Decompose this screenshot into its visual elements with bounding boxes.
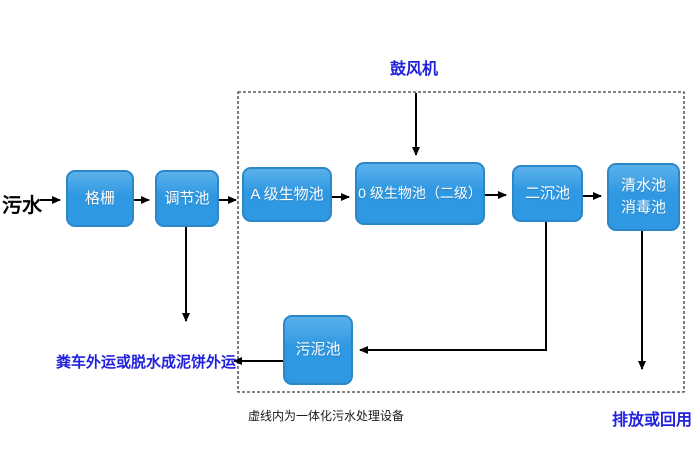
- node-clear-water-tank: 清水池 消毒池: [607, 163, 680, 231]
- node-o-bio-tank: 0 级生物池（二级）: [355, 162, 485, 225]
- influent-label: 污水: [2, 195, 42, 217]
- sludge-disposal-label: 粪车外运或脱水成泥饼外运: [56, 354, 237, 371]
- blower-label: 鼓风机: [390, 61, 439, 78]
- node-secondary-clarifier-label: 二沉池: [524, 184, 570, 202]
- node-sludge-tank-label: 污泥池: [295, 341, 341, 359]
- node-a-bio-tank: A 级生物池: [242, 167, 332, 222]
- dashed-box-caption: 虚线内为一体化污水处理设备: [248, 409, 405, 423]
- node-secondary-clarifier: 二沉池: [512, 165, 583, 222]
- node-sludge-tank: 污泥池: [283, 315, 353, 385]
- node-grille: 格栅: [66, 170, 134, 227]
- node-grille-label: 格栅: [84, 189, 115, 207]
- node-a-bio-tank-label: A 级生物池: [250, 185, 324, 203]
- node-clear-water-tank-line2: 消毒池: [620, 199, 666, 216]
- effluent-label: 排放或回用: [612, 412, 693, 429]
- dashed-boundary: [237, 91, 685, 393]
- arrow-clarifier-to-sludge: [359, 222, 547, 354]
- node-regulating-tank: 调节池: [155, 170, 219, 227]
- node-o-bio-tank-label: 0 级生物池（二级）: [358, 185, 482, 202]
- node-clear-water-tank-line1: 清水池: [620, 177, 666, 195]
- node-regulating-tank-label: 调节池: [164, 189, 210, 207]
